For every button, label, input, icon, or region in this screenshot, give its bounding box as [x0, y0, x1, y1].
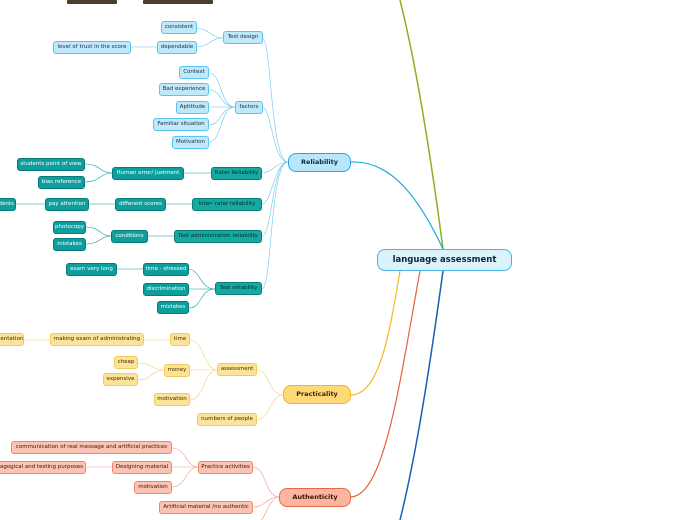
topic-reliability[interactable]: Reliability	[288, 153, 351, 172]
node-inter-rater-reliability[interactable]: Inter- rater reliability	[192, 198, 262, 211]
node-level-of-trust[interactable]: level of trust in the score	[53, 41, 131, 54]
node-factors[interactable]: factors	[235, 101, 263, 114]
node-motivation[interactable]: Motivation	[172, 136, 209, 149]
topic-authenticity[interactable]: Authenticity	[279, 488, 351, 507]
topic-practicality[interactable]: Practicality	[283, 385, 351, 404]
node-exam-very-long[interactable]: exam very long	[66, 263, 117, 276]
node-numbers-of-people[interactable]: numbers of people	[197, 413, 257, 426]
node-aptittude[interactable]: Aptittude	[176, 101, 209, 114]
offscreen-node-fragment	[143, 0, 213, 4]
node-bias-reference[interactable]: bias reference	[38, 176, 85, 189]
node-practice-activities[interactable]: Practice activities	[198, 461, 253, 474]
node-dependable[interactable]: dependable	[157, 41, 197, 54]
root-topic[interactable]: language assessment	[377, 249, 512, 271]
node-discrimination[interactable]: discrimination	[143, 283, 189, 296]
offscreen-node-fragment	[67, 0, 117, 4]
node-admin-mistakes[interactable]: mistakes	[53, 238, 86, 251]
node-pay-attention[interactable]: pay attention	[45, 198, 89, 211]
node-assessment[interactable]: assessment	[217, 363, 257, 376]
node-bad-experience[interactable]: Bad experience	[159, 83, 209, 96]
node-students-cut[interactable]: udents	[0, 198, 16, 211]
node-expensive[interactable]: expensive	[103, 373, 138, 386]
node-mentation-cut[interactable]: mentation	[0, 333, 24, 346]
node-students-point-of-view[interactable]: students point of view	[17, 158, 85, 171]
node-rater-reliability[interactable]: Rater Reliability	[211, 167, 262, 180]
node-money[interactable]: money	[164, 364, 190, 377]
node-designing-material[interactable]: Designing material	[112, 461, 172, 474]
node-different-scores[interactable]: different scores	[115, 198, 166, 211]
node-familiar-situation[interactable]: Familiar situation	[153, 118, 209, 131]
node-time[interactable]: time	[170, 333, 190, 346]
node-authenticity-motivation[interactable]: motivation	[134, 481, 172, 494]
node-making-exam[interactable]: making exam of administrating	[50, 333, 144, 346]
node-photocopy[interactable]: photocopy	[53, 221, 86, 234]
node-test-mistakes[interactable]: mistakes	[157, 301, 189, 314]
node-human-error[interactable]: Human error/ justment	[112, 167, 184, 180]
node-consistent[interactable]: consistent	[161, 21, 197, 34]
node-context[interactable]: Context	[179, 66, 209, 79]
node-test-reliability[interactable]: Test reliability	[215, 282, 262, 295]
node-test-design[interactable]: Test design	[223, 31, 263, 44]
node-conditions[interactable]: conditions	[111, 230, 148, 243]
node-pedagogical-purposes-cut[interactable]: agogical and testing purposes	[0, 461, 86, 474]
node-time-stressed[interactable]: time - stressed	[143, 263, 189, 276]
node-practicality-motivation[interactable]: motivation	[154, 393, 190, 406]
node-artificial-material[interactable]: Artificial material /no authentic	[159, 501, 253, 514]
node-test-administration-reliability[interactable]: Test administration reliability	[174, 230, 262, 243]
node-communication[interactable]: communication of real message and artifi…	[11, 441, 172, 454]
node-cheap[interactable]: cheap	[114, 356, 138, 369]
